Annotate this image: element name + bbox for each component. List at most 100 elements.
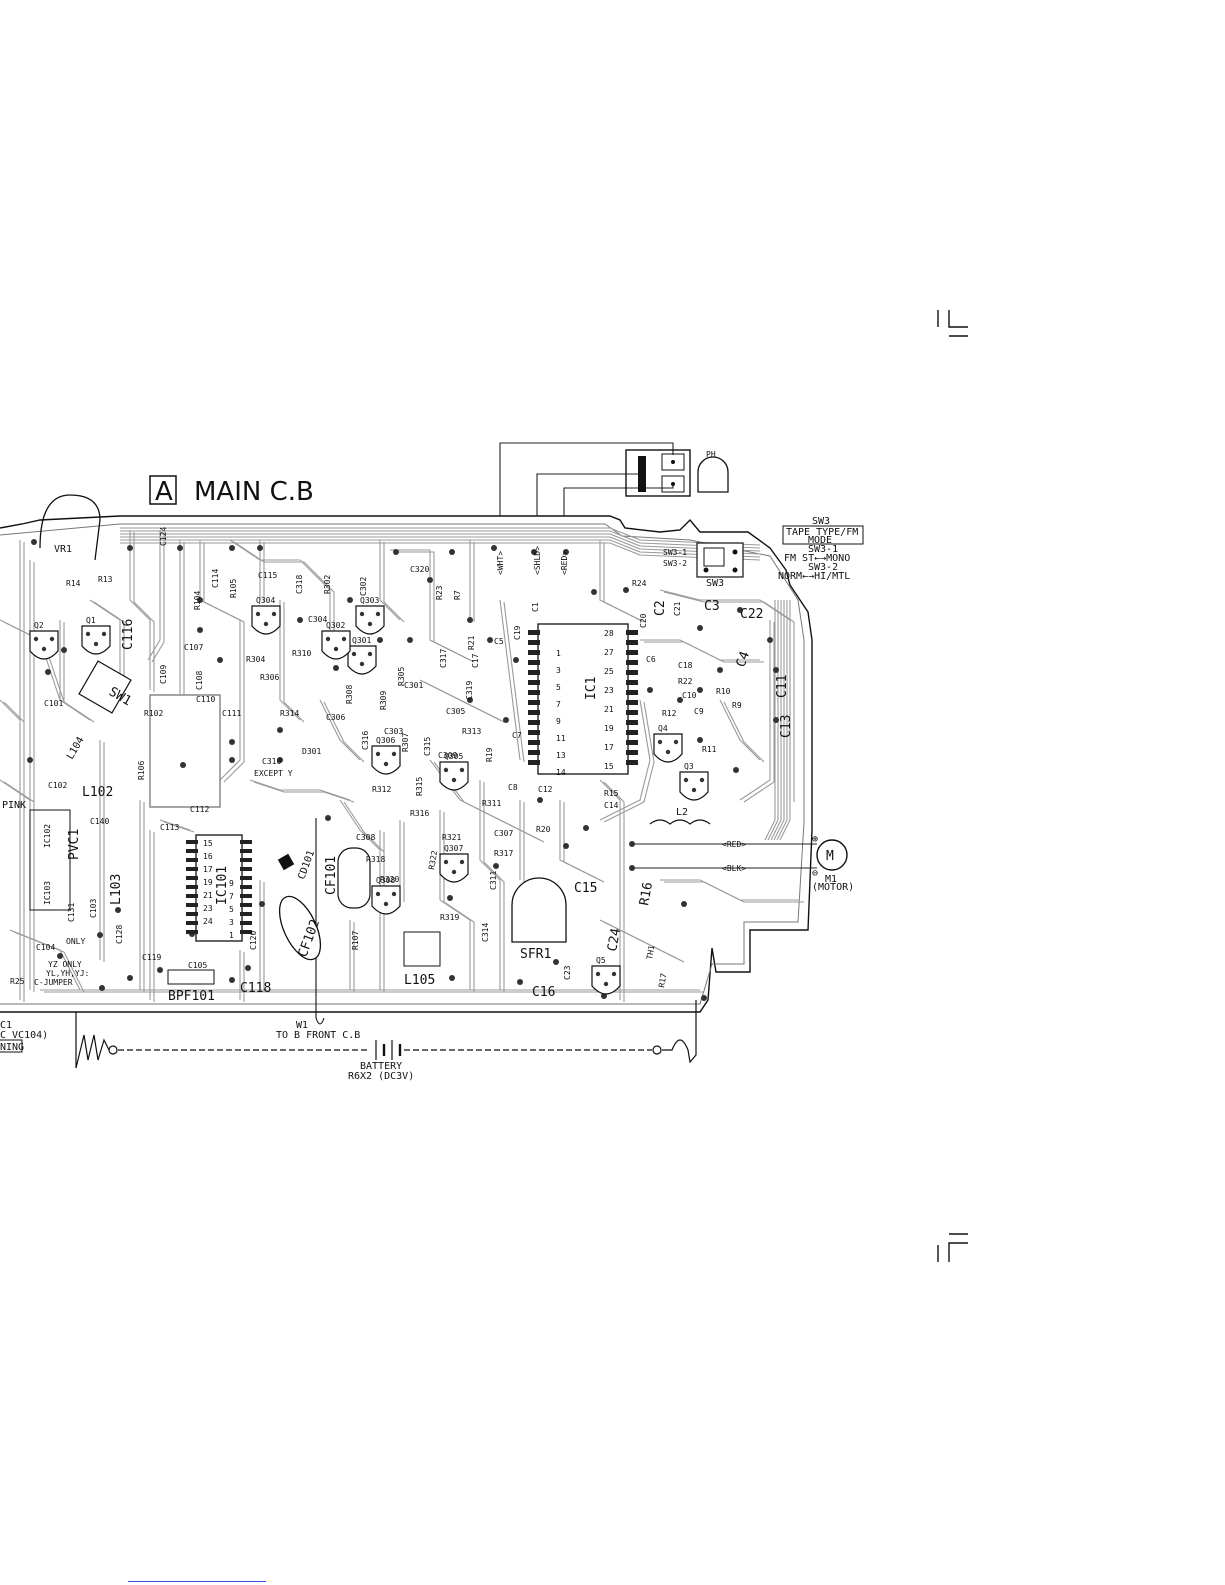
c10-label: C10 (682, 691, 697, 700)
ic101-left-pin (186, 876, 198, 880)
c15-label: C15 (574, 881, 597, 896)
c315-label: C315 (423, 737, 432, 756)
sw1-outline (78, 660, 132, 714)
sw3-legend-sub1-desc: FM ST←→MONO (784, 553, 850, 564)
via-6 (449, 549, 455, 555)
ic101-pin-number: 9 (229, 879, 234, 888)
trace-2 (129, 530, 151, 690)
ic101-pin-number: 23 (203, 904, 213, 913)
cd101-label: CD101 (296, 849, 317, 881)
trace-43-b (13, 931, 85, 993)
battery-label: BATTERY (360, 1061, 402, 1072)
note-except: EXCEPT Y (254, 769, 293, 778)
c14-label: C14 (604, 801, 619, 810)
r14-label: R14 (66, 579, 81, 588)
wire-wht-label: <WHT> (496, 551, 505, 575)
trace-6 (229, 539, 331, 640)
c6-label: C6 (646, 655, 656, 664)
r302-label: R302 (323, 575, 332, 594)
trace-42-b (3, 781, 35, 803)
ic1-right-pin (626, 650, 638, 655)
c8-label: C8 (508, 783, 518, 792)
r315-label: R315 (415, 777, 424, 796)
trace-35-b (603, 701, 655, 823)
ic101-right-pin (240, 840, 252, 844)
board-outline (0, 515, 813, 1013)
trace-44 (719, 699, 761, 761)
via-40 (487, 637, 493, 643)
ic1-left-pin (528, 650, 540, 655)
crop-mark-top (937, 310, 968, 337)
trace-49 (159, 819, 191, 831)
via-11 (623, 587, 629, 593)
via-42 (503, 717, 509, 723)
crop-mark-bottom (937, 1233, 968, 1262)
q5-lead (603, 981, 609, 987)
r24-label: R24 (632, 579, 647, 588)
trace-36 (660, 879, 800, 901)
c102-label: C102 (48, 781, 67, 790)
r11-label: R11 (702, 745, 717, 754)
trace-14-b (644, 641, 764, 663)
q301-lead (367, 651, 373, 657)
ic101-right-pin (240, 867, 252, 871)
q5-label: Q5 (596, 956, 606, 965)
via-15 (773, 667, 779, 673)
via-35 (277, 757, 283, 763)
q304-lead (255, 611, 261, 617)
c16-label: C16 (532, 985, 555, 1000)
ic1-pin-number: 5 (556, 683, 561, 692)
trace-13 (739, 620, 771, 801)
ic1-pin-number: 13 (556, 751, 566, 760)
r318-label: R318 (366, 855, 385, 864)
q302-lead (325, 636, 331, 642)
r311-label: R311 (482, 799, 501, 808)
via-47 (447, 895, 453, 901)
ic1-pin-number: 28 (604, 629, 614, 638)
q302-lead (341, 636, 347, 642)
q3-lead (691, 787, 697, 793)
ic101-left-pin (186, 894, 198, 898)
q308-lead (391, 891, 397, 897)
q4-lead (673, 739, 679, 745)
th1-label: TH1 (645, 944, 656, 960)
right-bus-line-2 (773, 600, 785, 841)
c110-label: C110 (196, 695, 215, 704)
via-39 (467, 617, 473, 623)
q2-lead (33, 636, 39, 642)
via-53 (157, 967, 163, 973)
ic1-right-pin (626, 760, 638, 765)
l103-label: L103 (109, 874, 124, 905)
c107-label: C107 (184, 643, 203, 652)
ic101-right-pin (240, 876, 252, 880)
c119-label: C119 (142, 953, 161, 962)
ic1-left-pin (528, 760, 540, 765)
trace-32 (319, 699, 361, 761)
c116-label: C116 (121, 619, 136, 650)
vr1-outline (39, 494, 101, 561)
c314-label: C314 (481, 923, 490, 942)
via-50 (259, 901, 265, 907)
sw3-pin2-label: SW3-2 (663, 559, 687, 568)
note-yz-only: YZ ONLY (48, 960, 82, 969)
sw3-legend-sub1: SW3-1 (808, 544, 838, 555)
c115-label: C115 (258, 571, 277, 580)
ic1-left-pin (528, 730, 540, 735)
q4-lead (665, 749, 671, 755)
l2-coil (649, 819, 711, 825)
ic101-left-pin (186, 885, 198, 889)
ic1-left-pin (528, 680, 540, 685)
ic1-left-pin (528, 640, 540, 645)
c18-label: C18 (678, 661, 693, 670)
ic1-pin-number: 9 (556, 717, 561, 726)
trace-44-b (723, 701, 765, 763)
via-61 (197, 627, 203, 633)
c13-label: C13 (779, 715, 794, 738)
r16-label: R16 (637, 881, 656, 907)
c317-label: C317 (439, 649, 448, 668)
via-49 (325, 815, 331, 821)
ic101-right-pin (240, 912, 252, 916)
q302-label: Q302 (326, 621, 345, 630)
